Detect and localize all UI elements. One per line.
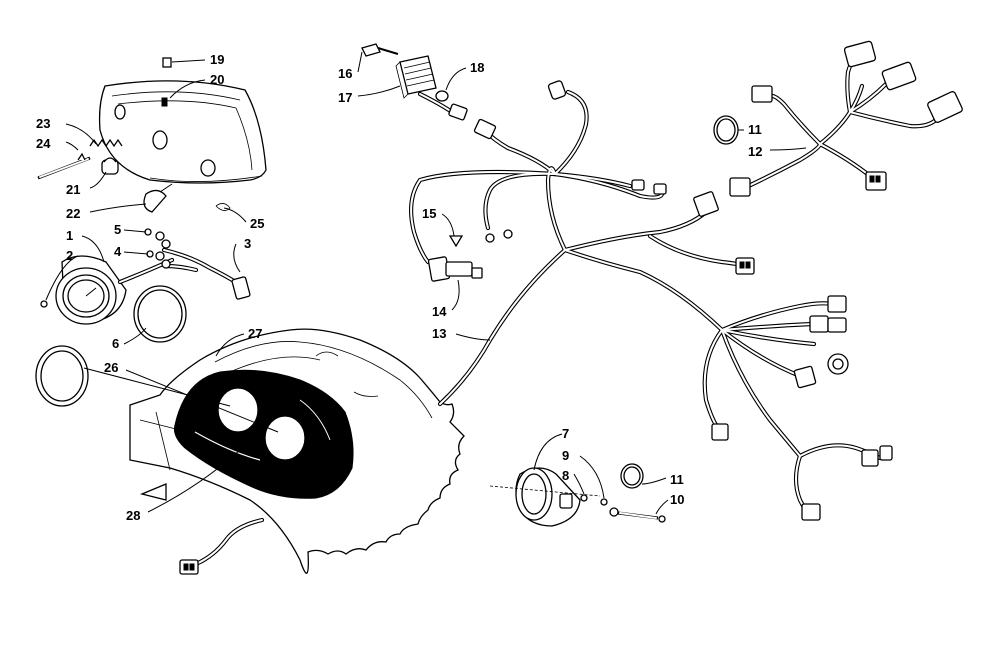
callout-11-top: 11: [748, 122, 762, 137]
headlight-clip-19: [162, 57, 172, 68]
retaining-ring-11-top: [713, 115, 739, 145]
wiring-harness-12: [729, 40, 963, 197]
callout-13: 13: [432, 326, 446, 341]
headlight-assembly: [98, 57, 267, 184]
nut-18: [435, 90, 449, 102]
bolt-16: [361, 43, 381, 57]
callout-24: 24: [36, 136, 51, 151]
instrument-pod-27: [129, 328, 465, 574]
callout-21: 21: [66, 182, 80, 197]
gauge-bezel-26: [35, 345, 89, 407]
callout-18: 18: [470, 60, 484, 75]
bulb-22: [143, 183, 173, 213]
speedometer-gauge-1: [40, 255, 127, 325]
callout-8: 8: [562, 468, 569, 483]
spring-clip-25: [215, 203, 231, 211]
callout-14: 14: [432, 304, 447, 319]
callout-9: 9: [562, 448, 569, 463]
callout-25: 25: [250, 216, 264, 231]
gauge-harness-3: [117, 228, 251, 300]
headlight-adjuster-20: [161, 97, 168, 107]
bolt-10: [609, 507, 666, 523]
voltage-regulator-17: [361, 43, 468, 121]
callout-5: 5: [114, 222, 121, 237]
callout-6: 6: [112, 336, 119, 351]
taillight-housing-7: [489, 467, 601, 527]
callout-1: 1: [66, 228, 73, 243]
callout-3: 3: [244, 236, 251, 251]
gauge-opening-left: [217, 387, 259, 433]
decal-28: [139, 483, 167, 501]
callout-22: 22: [66, 206, 80, 221]
callout-16: 16: [338, 66, 352, 81]
washer-8: [580, 494, 588, 502]
callout-17: 17: [338, 90, 352, 105]
callout-28: 28: [126, 508, 140, 523]
gauge-opening-right: [264, 415, 306, 461]
callout-10: 10: [670, 492, 684, 507]
callout-27: 27: [248, 326, 262, 341]
callout-20: 20: [210, 72, 224, 87]
callout-11-bottom: 11: [670, 472, 684, 487]
callout-15: 15: [422, 206, 436, 221]
gauge-ring-6: [133, 285, 187, 343]
callout-7: 7: [562, 426, 569, 441]
retaining-ring-11-bottom: [620, 463, 644, 489]
callout-23: 23: [36, 116, 50, 131]
leader-lines: [45, 51, 807, 515]
callout-labels: 19 20 23 24 21 22 25 1 2 5 4 3 6 26 27 2…: [36, 52, 762, 523]
callout-4: 4: [114, 244, 122, 259]
callout-2: 2: [66, 248, 73, 263]
callout-19: 19: [210, 52, 224, 67]
fuse-15: [448, 235, 464, 248]
pod-harness: [179, 517, 265, 575]
nut-9: [600, 498, 608, 506]
callout-26: 26: [104, 360, 118, 375]
bulb-socket-21: [101, 157, 119, 175]
callout-12: 12: [748, 144, 762, 159]
main-wiring-harness-13: [408, 80, 893, 521]
adjuster-screw-parts: [37, 138, 123, 180]
